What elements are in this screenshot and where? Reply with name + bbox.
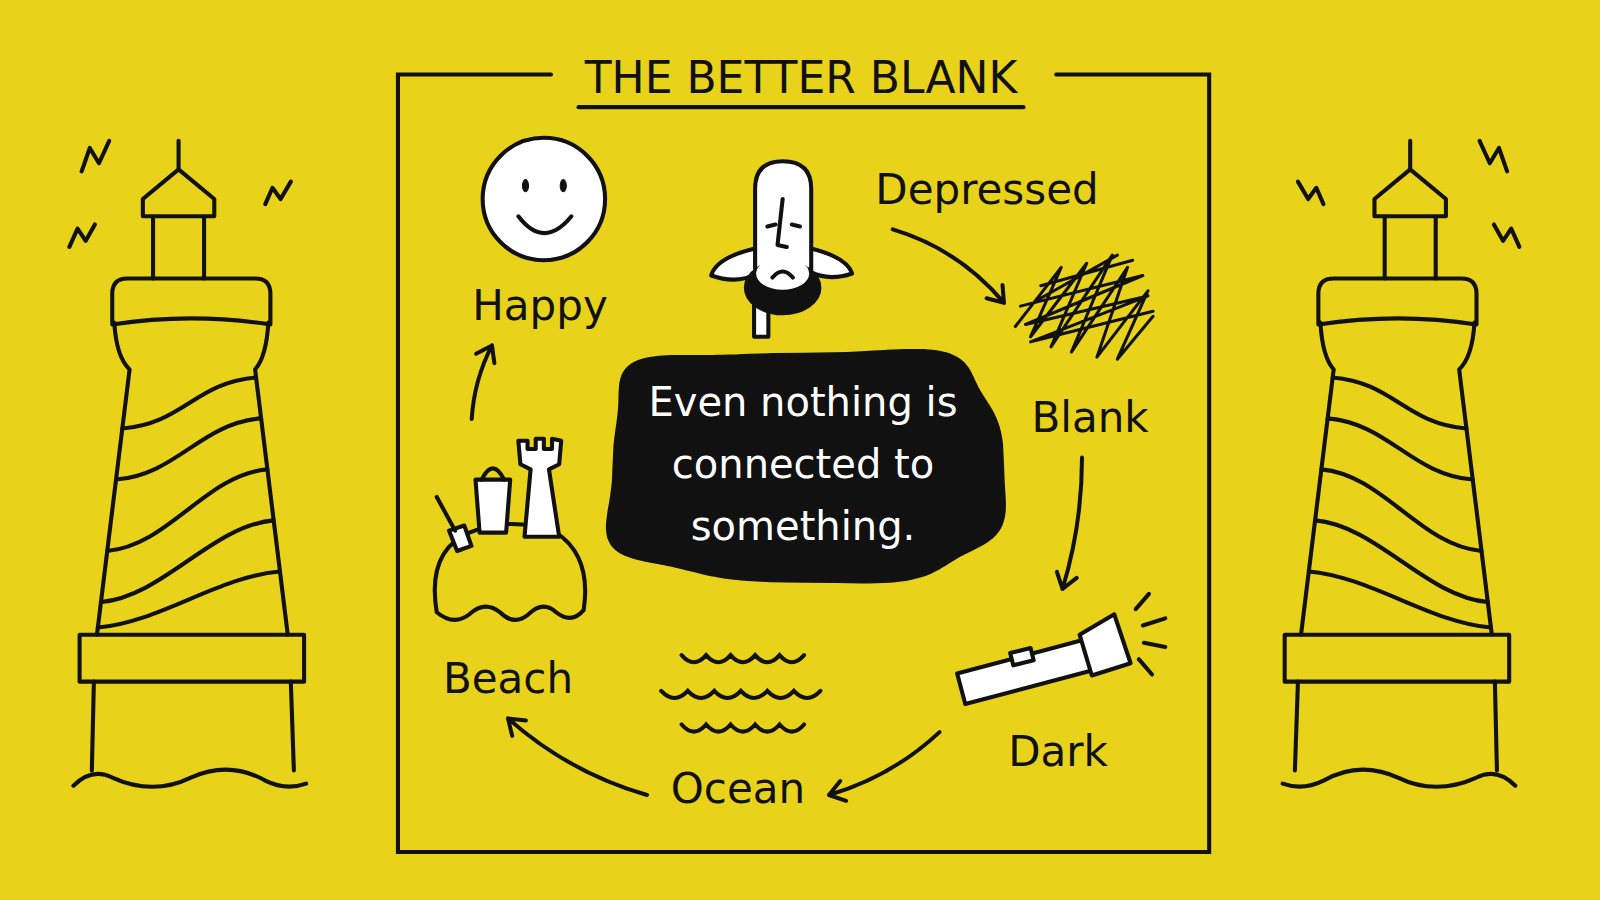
smiley-icon xyxy=(483,138,605,260)
cycle-node: Blank xyxy=(1010,248,1170,451)
smiley-eye xyxy=(560,180,566,192)
smiley-face xyxy=(483,138,605,260)
flashlight-head xyxy=(1080,614,1131,675)
scribble-icon xyxy=(1015,255,1153,359)
face-lines xyxy=(767,199,800,278)
cycle-arrow xyxy=(893,229,1004,303)
sandcastle-icon xyxy=(435,439,585,620)
castle-tower xyxy=(518,439,561,537)
frame xyxy=(398,74,1209,852)
shovel xyxy=(437,497,472,551)
node-label: Happy xyxy=(472,281,608,331)
cycle-node: Dark xyxy=(946,595,1171,785)
smiley-mouth xyxy=(518,216,571,233)
illustration-group xyxy=(69,74,1519,852)
cycle-node: Ocean xyxy=(653,640,823,822)
bucket xyxy=(476,480,511,533)
sad-face-icon xyxy=(711,161,852,337)
head xyxy=(755,161,811,270)
diagram-title: THE BETTER BLANK xyxy=(585,52,1018,105)
flashlight-icon xyxy=(957,594,1165,704)
text-blob: Even nothing is connected to something. xyxy=(597,343,1009,585)
waves-icon xyxy=(661,655,820,732)
node-label: Beach xyxy=(438,654,579,704)
flashlight-switch xyxy=(1010,648,1033,665)
bucket-handle xyxy=(482,468,504,479)
flashlight-body xyxy=(957,640,1092,704)
light-rays xyxy=(1136,594,1166,675)
blob-text: Even nothing is connected to something. xyxy=(643,371,963,557)
node-label: Blank xyxy=(1022,393,1158,443)
cycle-node: Beach xyxy=(426,425,591,712)
cycle-arrow xyxy=(1057,457,1082,589)
smiley-eye xyxy=(522,180,528,192)
ear xyxy=(809,248,852,277)
title-underline xyxy=(579,105,1024,109)
node-label: Dark xyxy=(958,727,1159,777)
cycle-node: Depressed xyxy=(863,165,1111,223)
blob-fill xyxy=(606,349,1006,584)
left-lighthouse xyxy=(69,141,306,787)
cycle-arrow xyxy=(508,718,647,795)
right-lighthouse xyxy=(1283,141,1520,787)
cycle-arrow xyxy=(829,732,940,801)
node-label: Ocean xyxy=(665,764,811,814)
node-label: Depressed xyxy=(875,165,1099,215)
cycle-node: Happy xyxy=(460,132,620,339)
cycle-arrow xyxy=(472,345,495,419)
